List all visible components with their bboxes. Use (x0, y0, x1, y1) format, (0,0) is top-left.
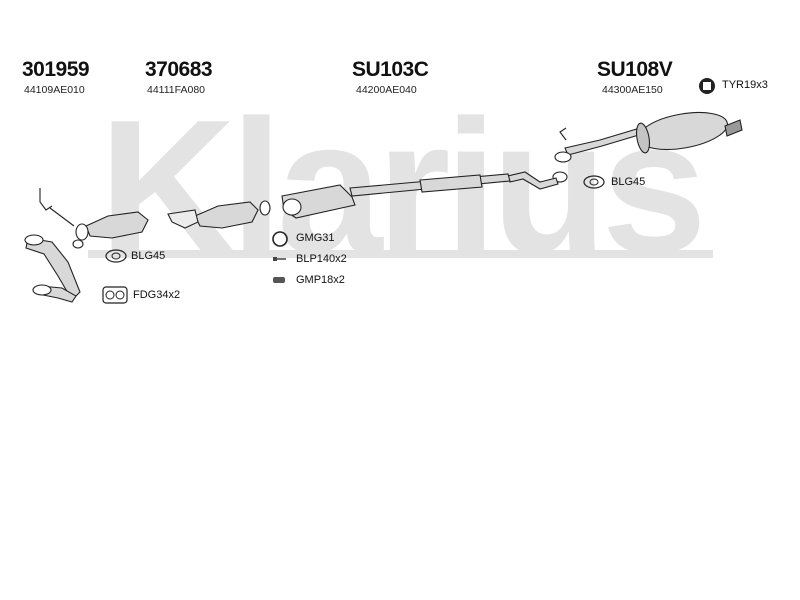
fitting-label-gmp: GMP18x2 (296, 274, 345, 286)
downpipe-joint (72, 239, 84, 249)
clamp-icon (273, 277, 285, 283)
rear-silencer (638, 111, 728, 151)
part-number-3: SU103C (352, 58, 429, 81)
part-number-2: 370683 (145, 58, 213, 81)
gasket-ring-icon (105, 249, 127, 263)
tailpipe (724, 119, 743, 137)
fitting-label-tyr: TYR19x3 (722, 79, 768, 91)
rear-catalyst (194, 201, 259, 229)
front-catalyst-flange (75, 223, 89, 241)
rear-silencer-end (635, 122, 651, 154)
lambda-sensor-leader (49, 207, 75, 227)
part-number-1: 301959 (22, 58, 90, 81)
watermark-band (88, 250, 713, 258)
downpipe-flange-lower (32, 284, 52, 296)
gasket-ring-icon (272, 231, 288, 247)
fitting-label-fdg: FDG34x2 (133, 289, 181, 301)
oem-number-2: 44111FA080 (147, 84, 205, 96)
rubber-mount-icon (699, 78, 715, 94)
front-catalyst (85, 211, 149, 239)
catalyst-link-pipe (167, 209, 199, 229)
downpipe-flange-upper (24, 234, 44, 246)
part-number-4: SU108V (597, 58, 673, 81)
flange-gasket-icon (102, 286, 128, 304)
rear-pipe-hanger (559, 127, 567, 141)
fitting-label-gmg: GMG31 (296, 232, 335, 244)
fitting-label-blp: BLP140x2 (296, 253, 347, 265)
rear-pipe (564, 127, 643, 156)
middle-flange (259, 200, 271, 216)
oem-number-1: 44109AE010 (24, 84, 85, 96)
lambda-sensor (39, 188, 53, 211)
gasket-ring-icon (583, 175, 605, 189)
oem-number-3: 44200AE040 (356, 84, 417, 96)
fitting-label-blg-front: BLG45 (131, 250, 166, 262)
exhaust-diagram (24, 111, 743, 303)
bolt-icon (273, 257, 286, 261)
fitting-label-blg-rear: BLG45 (611, 176, 646, 188)
rear-flange (554, 151, 572, 163)
centre-pipe-bend (507, 171, 559, 190)
oem-number-4: 44300AE150 (602, 84, 663, 96)
centre-resonator (419, 174, 483, 193)
middle-silencer-inlet (282, 198, 302, 216)
